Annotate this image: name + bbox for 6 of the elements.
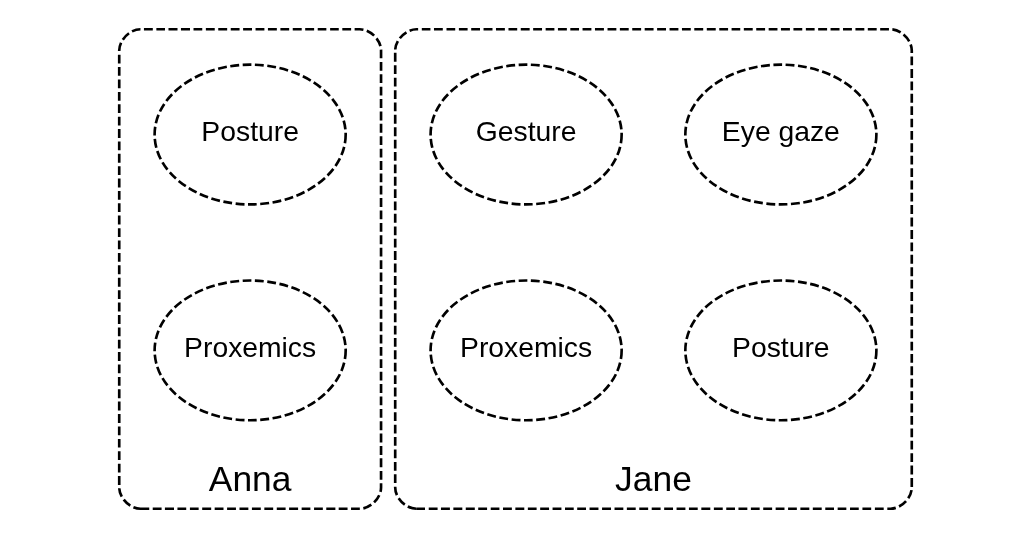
node-ellipse: Posture [152,63,347,206]
node-ellipse: Gesture [428,63,623,206]
node-ellipse: Proxemics [428,279,623,422]
node-ellipse: Posture [683,279,878,422]
node-ellipse: Proxemics [152,279,347,422]
node-ellipse: Eye gaze [683,63,878,206]
